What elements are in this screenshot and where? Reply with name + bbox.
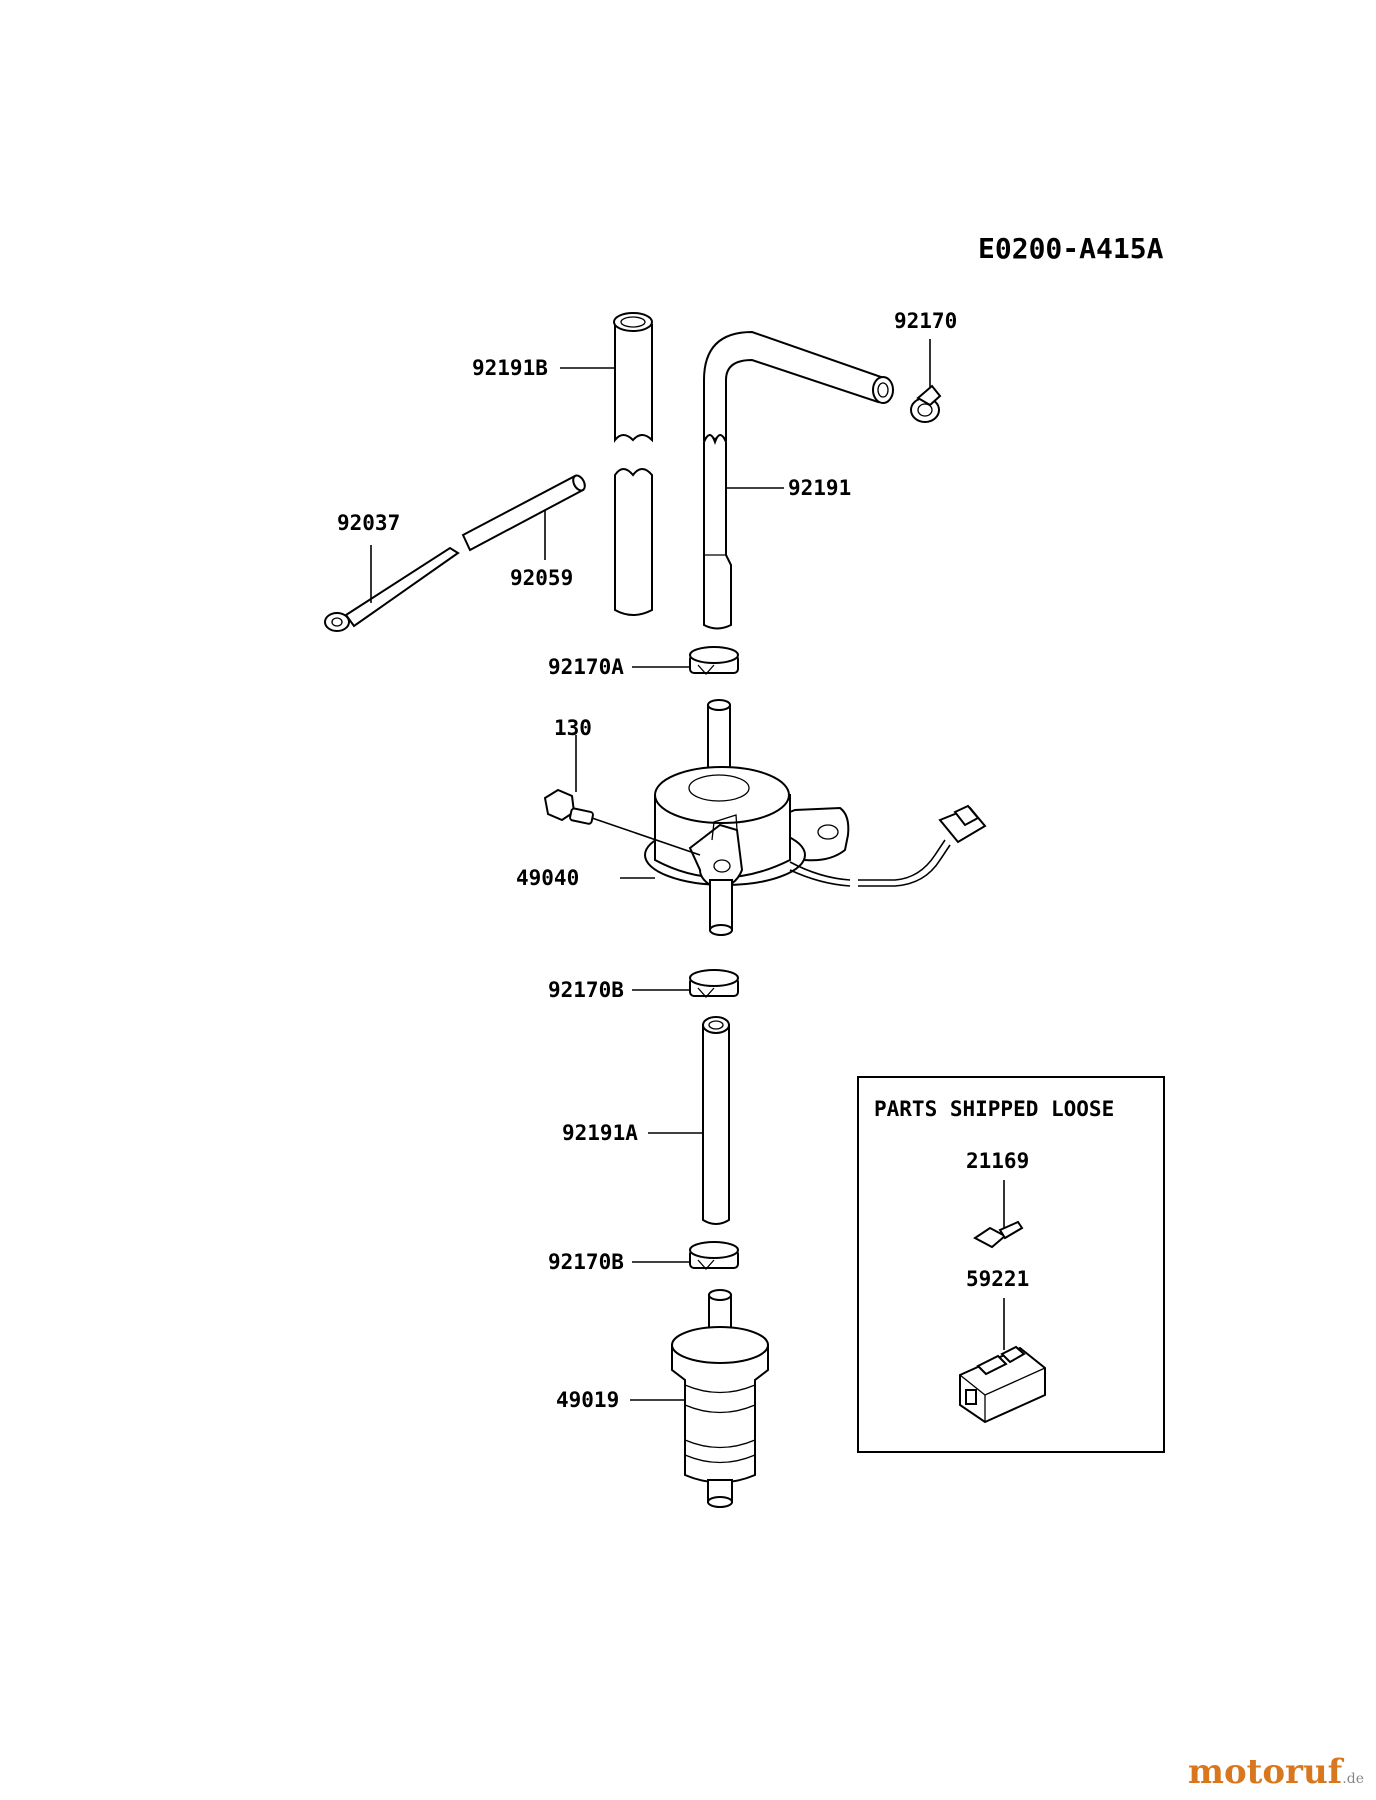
fuel-pump-49040 <box>644 699 987 936</box>
label-92170: 92170 <box>894 309 957 333</box>
label-92170A: 92170A <box>548 655 624 679</box>
clamp-92170B-lower <box>689 1241 739 1270</box>
watermark-suffix: .de <box>1342 1771 1364 1787</box>
label-49040: 49040 <box>516 866 579 890</box>
bolt-130 <box>543 788 594 825</box>
label-92170B-upper: 92170B <box>548 978 624 1002</box>
label-92037: 92037 <box>337 511 400 535</box>
label-92191A: 92191A <box>562 1121 638 1145</box>
label-92191B: 92191B <box>472 356 548 380</box>
loose-parts-box: PARTS SHIPPED LOOSE 21169 59221 <box>857 1076 1165 1453</box>
hose-92191A <box>702 1016 730 1225</box>
tube-92059 <box>461 474 586 552</box>
label-49019: 49019 <box>556 1388 619 1412</box>
fuel-filter-49019 <box>671 1289 769 1508</box>
label-92059: 92059 <box>510 566 573 590</box>
pin-92037 <box>324 546 460 632</box>
hose-92191 <box>703 330 894 630</box>
clamp-92170B-upper <box>689 969 739 998</box>
watermark-logo: motoruf.de <box>1188 1752 1364 1792</box>
loose-parts-title: PARTS SHIPPED LOOSE <box>874 1097 1114 1121</box>
label-21169: 21169 <box>966 1149 1029 1173</box>
label-59221: 59221 <box>966 1267 1029 1291</box>
leader-130-shaft <box>591 817 701 856</box>
clamp-92170 <box>910 384 942 423</box>
terminal-21169 <box>973 1220 1024 1249</box>
diagram-code: E0200-A415A <box>978 232 1164 265</box>
connector-59221 <box>959 1345 1046 1424</box>
label-92191: 92191 <box>788 476 851 500</box>
clamp-92170A <box>689 646 739 675</box>
label-130: 130 <box>554 716 592 740</box>
label-92170B-lower: 92170B <box>548 1250 624 1274</box>
watermark-brand: motoruf <box>1188 1752 1343 1792</box>
hose-92191B <box>613 312 653 616</box>
